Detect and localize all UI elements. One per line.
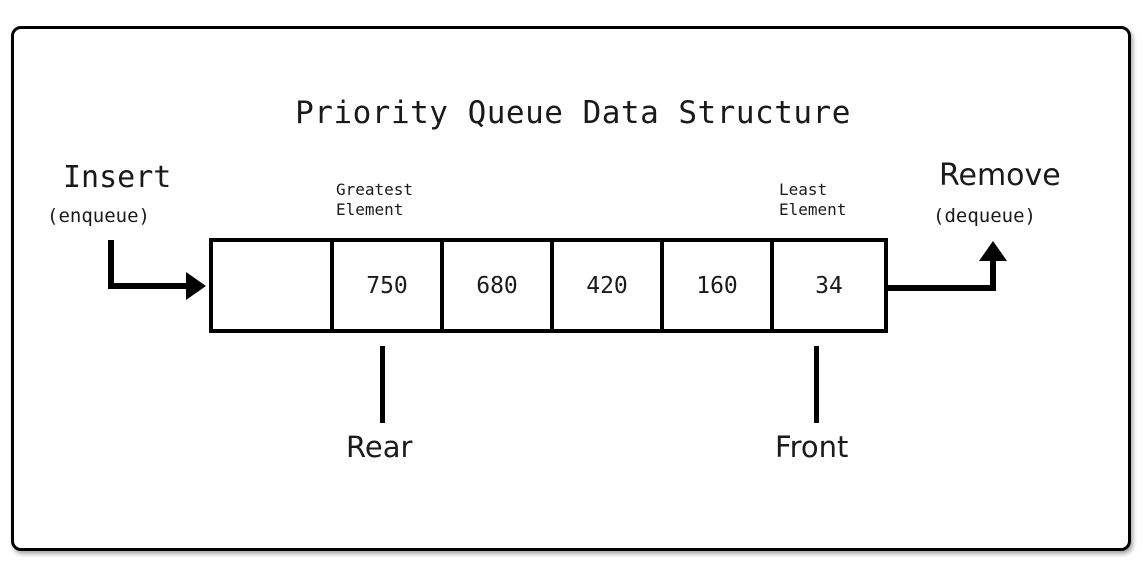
enqueue-sublabel: (enqueue) (47, 205, 150, 227)
remove-label: Remove (939, 158, 1061, 193)
arrow-right-icon (108, 240, 114, 288)
arrow-up-icon-stem (990, 258, 996, 291)
queue-cell: 34 (774, 242, 884, 329)
front-label: Front (775, 430, 849, 464)
least-element-label: Least Element (779, 180, 847, 219)
queue-cell: 680 (444, 242, 554, 329)
insert-label: Insert (63, 160, 172, 195)
arrow-up-icon-shaft (888, 285, 996, 291)
queue-cell: 160 (664, 242, 774, 329)
page-title: Priority Queue Data Structure (295, 95, 851, 131)
rear-label: Rear (346, 430, 413, 464)
queue-cell-empty (213, 242, 334, 329)
dequeue-sublabel: (dequeue) (933, 205, 1036, 227)
priority-queue: 750 680 420 160 34 (209, 238, 888, 333)
arrow-up-icon-head (979, 241, 1007, 261)
arrow-right-icon-head (186, 272, 206, 300)
greatest-element-label: Greatest Element (336, 180, 414, 219)
front-pointer-line (814, 346, 819, 423)
queue-cell: 750 (334, 242, 444, 329)
arrow-right-icon-shaft (108, 283, 190, 289)
rear-pointer-line (380, 346, 385, 423)
queue-cell: 420 (554, 242, 664, 329)
